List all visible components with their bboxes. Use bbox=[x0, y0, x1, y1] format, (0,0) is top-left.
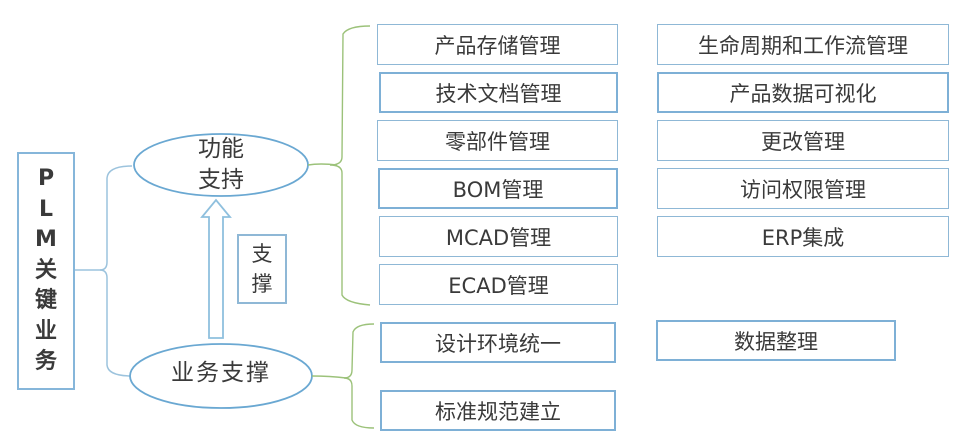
function-item-change-management: 更改管理 bbox=[657, 120, 949, 161]
function-item-product-storage: 产品存储管理 bbox=[377, 24, 618, 65]
support-label-box: 支 撑 bbox=[237, 234, 287, 304]
business-item-data-cleanup: 数据整理 bbox=[656, 320, 896, 361]
root-label-char: 关 bbox=[34, 257, 57, 283]
business-support-label: 业务支撑 bbox=[171, 360, 271, 386]
root-label-char: 务 bbox=[34, 349, 57, 375]
support-arrow bbox=[200, 198, 232, 339]
function-item-tech-docs: 技术文档管理 bbox=[379, 72, 618, 113]
function-support-label: 功能 支持 bbox=[171, 134, 271, 196]
root-label-char: 键 bbox=[34, 288, 57, 314]
function-item-ecad: ECAD管理 bbox=[379, 264, 618, 305]
function-brace bbox=[329, 25, 371, 306]
function-item-data-visualization: 产品数据可视化 bbox=[657, 72, 949, 113]
function-item-lifecycle-workflow: 生命周期和工作流管理 bbox=[657, 24, 949, 65]
business-connector-line bbox=[311, 375, 347, 379]
function-support-line2: 支持 bbox=[198, 167, 244, 193]
function-item-mcad: MCAD管理 bbox=[379, 216, 618, 257]
function-item-access-control: 访问权限管理 bbox=[657, 168, 949, 209]
business-item-design-environment: 设计环境统一 bbox=[380, 322, 616, 363]
support-label-line2: 撑 bbox=[251, 272, 273, 296]
root-label-char: 业 bbox=[34, 318, 57, 344]
function-item-erp-integration: ERP集成 bbox=[657, 216, 949, 257]
root-label-char: M bbox=[35, 227, 57, 253]
business-brace bbox=[343, 323, 375, 429]
function-support-line1: 功能 bbox=[198, 136, 244, 162]
function-item-parts: 零部件管理 bbox=[377, 120, 618, 161]
business-item-standards: 标准规范建立 bbox=[380, 390, 616, 431]
support-label-line1: 支 bbox=[251, 242, 273, 266]
root-label-char: L bbox=[38, 196, 54, 222]
plm-key-business-box: P L M 关 键 业 务 bbox=[17, 152, 75, 390]
function-item-bom: BOM管理 bbox=[378, 168, 618, 209]
root-label-char: P bbox=[37, 166, 55, 192]
root-brace bbox=[99, 165, 133, 377]
